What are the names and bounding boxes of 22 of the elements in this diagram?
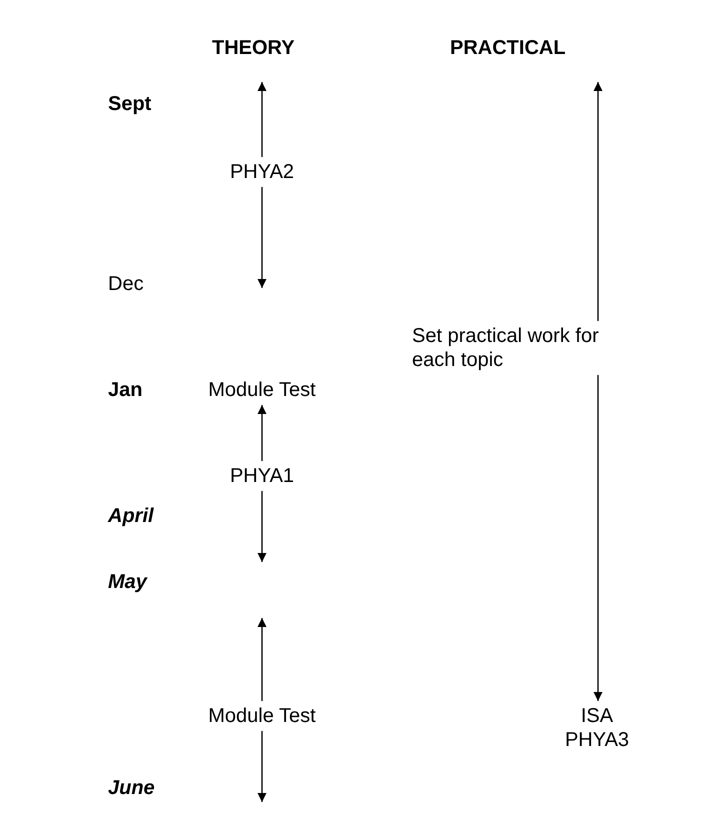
month-label: April [108,504,154,528]
note-text: Set practical work for each topic [412,324,647,372]
month-label: Sept [108,92,152,116]
column-heading: THEORY [212,36,295,60]
arrow [593,375,603,701]
month-label: June [108,776,155,800]
arrow [257,731,267,802]
exam-label: Module Test [187,378,337,402]
month-label: Jan [108,378,142,402]
exam-label: Module Test [187,704,337,728]
arrow [593,82,603,321]
column-heading: PRACTICAL [450,36,566,60]
module-label: PHYA2 [212,160,312,184]
assessment-label: ISA PHYA3 [547,704,647,752]
arrow [257,405,267,461]
module-label: PHYA1 [212,464,312,488]
month-label: Dec [108,272,144,296]
arrow [257,82,267,157]
arrow [257,618,267,701]
arrow [257,187,267,288]
arrow [257,491,267,562]
month-label: May [108,570,147,594]
